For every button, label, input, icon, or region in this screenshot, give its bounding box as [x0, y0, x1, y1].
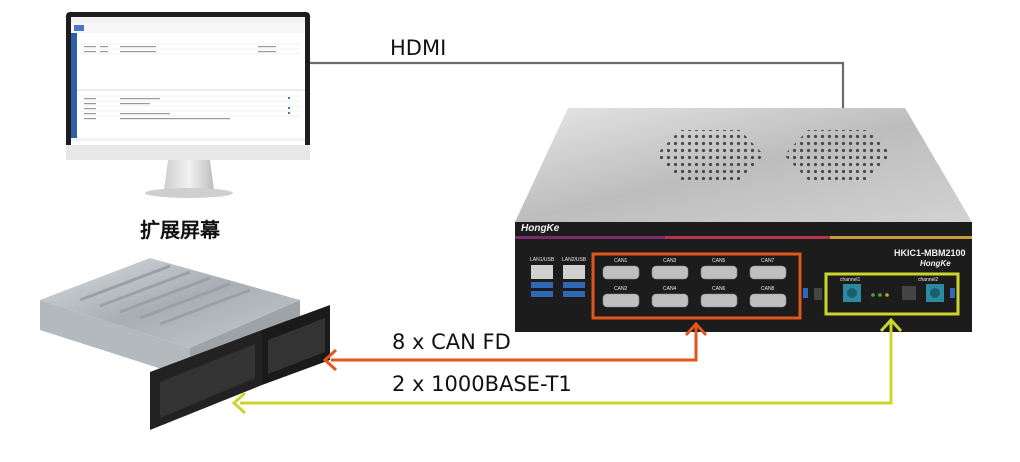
can-port-label: CAN8 — [761, 286, 775, 292]
can-fd-line — [331, 325, 698, 362]
vent-right — [784, 130, 892, 180]
lan-port-label-1: LAN1/USB — [530, 257, 555, 263]
vent-left — [656, 130, 764, 180]
can-port-label: CAN5 — [712, 258, 726, 264]
monitor — [66, 12, 310, 198]
t1-label: 2 x 1000BASE-T1 — [392, 372, 572, 396]
monitor-stand — [164, 160, 214, 190]
accent-stripe — [515, 236, 972, 239]
device-brand-left: HongKe — [521, 223, 560, 234]
t1-port-label-1: channel1 — [840, 277, 861, 283]
can-highlight-box — [591, 252, 802, 320]
screen-table-top-text — [84, 46, 276, 53]
t1-port-label-2: channel2 — [918, 277, 939, 283]
can-arrow-up — [684, 321, 708, 337]
ecu-side — [40, 300, 190, 378]
t1-arrow-up — [879, 317, 903, 333]
lan-port-group — [531, 265, 585, 297]
can-connectors — [602, 265, 787, 308]
monitor-base — [145, 188, 233, 198]
t1-port-group — [843, 284, 955, 302]
can-port-label: CAN1 — [614, 258, 628, 264]
screen-table-bottom — [80, 95, 300, 117]
hongke-device — [515, 108, 972, 332]
lan-port-label-2: LAN2/USB — [562, 257, 587, 263]
can-port-label: CAN6 — [712, 286, 726, 292]
can-port-label: CAN4 — [663, 286, 677, 292]
screen-table-top — [80, 43, 300, 55]
hdmi-cable — [310, 61, 845, 116]
can-port-label: CAN7 — [761, 258, 775, 264]
ecu-module — [40, 258, 330, 430]
screen-titlebar — [71, 17, 305, 23]
can-port-label: CAN3 — [663, 258, 677, 264]
can-arrow-left — [322, 348, 338, 372]
can-fd-label: 8 x CAN FD — [392, 330, 511, 354]
t1-highlight-box — [824, 272, 960, 316]
screen-tab-active — [74, 25, 84, 31]
monitor-caption: 扩展屏幕 — [140, 218, 220, 242]
device-brand-right: HongKe — [920, 259, 951, 268]
monitor-chin — [66, 145, 310, 160]
screen-table-bottom-text — [84, 98, 230, 120]
t1-line — [240, 321, 893, 405]
screen-sidebar — [71, 33, 77, 141]
device-model: HKIC1-MBM2100 — [894, 248, 966, 258]
screen-toolbar — [71, 23, 305, 33]
hdmi-label: HDMI — [390, 36, 447, 60]
ecu-top — [40, 258, 300, 348]
can-port-label: CAN2 — [614, 286, 628, 292]
monitor-screen — [71, 17, 305, 145]
t1-arrow-left — [231, 391, 247, 415]
